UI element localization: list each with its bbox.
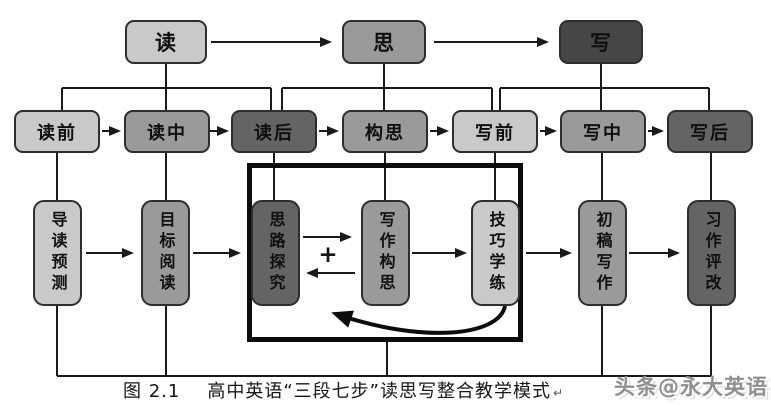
step-conceiving-box: 构思 [342, 110, 428, 153]
step-while-writing-label: 写中 [583, 122, 623, 144]
step-activity-links [56, 152, 712, 201]
step-post-writing-box: 写后 [667, 110, 753, 153]
step-pre-reading-box: 读前 [14, 110, 100, 153]
step-pre-writing-box: 写前 [452, 110, 538, 153]
stage-write-label: 写 [590, 31, 612, 55]
bottom-feedback-rail [56, 305, 712, 377]
stage-think-box: 思 [342, 20, 426, 64]
activity-first-draft-box: 初稿写作 [578, 200, 627, 306]
step-while-reading-box: 读中 [124, 110, 210, 153]
activity-revision-box: 习作评改 [687, 200, 736, 306]
loop-feedback-arrow [331, 305, 507, 335]
step-conceiving-label: 构思 [365, 122, 405, 144]
return-mark: ↵ [553, 386, 565, 400]
activity-flow-arrows [86, 232, 680, 278]
stage-think-label: 思 [373, 31, 395, 55]
stage-write-box: 写 [559, 20, 643, 64]
activity-idea-exploration-box: 思路探究 [251, 200, 300, 306]
step-post-reading-label: 读后 [254, 122, 294, 144]
activity-writing-conception-label: 写作构思 [376, 211, 396, 295]
activity-revision-label: 习作评改 [702, 211, 722, 295]
activity-writing-conception-box: 写作构思 [361, 200, 410, 306]
figure-number: 图 2.1 [123, 381, 181, 402]
step-while-writing-box: 写中 [560, 110, 646, 153]
figure-title: 高中英语“三段七步”读思写整合教学模式 [207, 381, 552, 402]
integration-loop-frame [247, 163, 523, 342]
activity-guided-prediction-box: 导读预测 [33, 200, 82, 306]
activity-guided-prediction-label: 导读预测 [48, 211, 68, 295]
step-pre-reading-label: 读前 [37, 122, 77, 144]
step-post-reading-box: 读后 [231, 110, 317, 153]
figure-caption: 图 2.1 高中英语“三段七步”读思写整合教学模式↵ [123, 377, 564, 403]
stage-read-label: 读 [155, 31, 177, 55]
watermark: 头条@永大英语 [614, 375, 768, 399]
activity-idea-exploration-label: 思路探究 [266, 211, 286, 295]
activity-targeted-reading-box: 目标阅读 [141, 200, 190, 306]
plus-symbol: + [318, 242, 338, 268]
stage-step-brackets [61, 64, 710, 111]
activity-first-draft-label: 初稿写作 [593, 211, 613, 295]
step-while-reading-label: 读中 [147, 122, 187, 144]
step-post-writing-label: 写后 [690, 122, 730, 144]
activity-targeted-reading-label: 目标阅读 [156, 211, 176, 295]
activity-skill-practice-label: 技巧学练 [486, 211, 506, 295]
step-pre-writing-label: 写前 [475, 122, 515, 144]
stage-read-box: 读 [125, 20, 207, 64]
activity-skill-practice-box: 技巧学练 [471, 200, 520, 306]
